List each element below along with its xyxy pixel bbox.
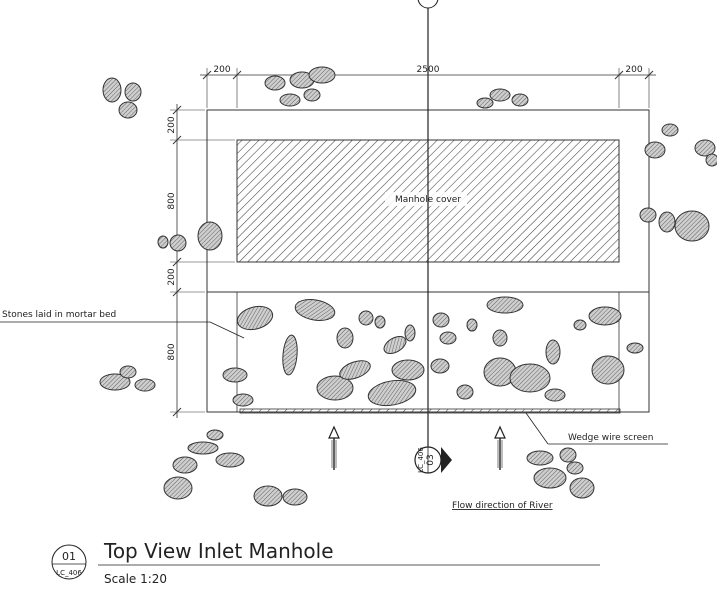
left-dimension <box>170 104 235 418</box>
drawing-title: Top View Inlet Manhole <box>103 539 334 563</box>
manhole-cover-label-bg <box>385 192 467 206</box>
dim-left-b: 800 <box>167 192 177 209</box>
section-marker-number: 03 <box>426 454 436 465</box>
dim-left-c: 200 <box>167 268 177 285</box>
dim-left-d: 800 <box>167 343 177 360</box>
dim-top-right: 200 <box>625 65 642 75</box>
section-marker-top <box>417 0 439 9</box>
wedge-wire-label: Wedge wire screen <box>568 433 653 443</box>
title-ref: LC_406 <box>56 569 82 577</box>
title-number: 01 <box>62 550 76 563</box>
wedge-wire-screen <box>239 408 621 414</box>
wedge-wire-leader <box>525 412 668 445</box>
top-dimension <box>200 68 656 108</box>
stones-label: Stones laid in mortar bed <box>2 310 116 320</box>
stones-leader <box>0 321 245 339</box>
dim-left-a: 200 <box>167 116 177 133</box>
flow-arrow-right <box>494 425 506 470</box>
stones-outside <box>99 66 717 507</box>
flow-label: Flow direction of River <box>452 501 553 511</box>
drawing-scale: Scale 1:20 <box>104 572 167 586</box>
stones-in-bed <box>222 296 644 407</box>
section-marker-bottom <box>414 446 452 474</box>
dim-top-center: 2500 <box>417 65 440 75</box>
section-marker-ref: LC_406 <box>417 447 425 473</box>
dim-top-left: 200 <box>213 65 230 75</box>
flow-arrow-left <box>328 425 340 470</box>
title-marker <box>51 544 87 580</box>
